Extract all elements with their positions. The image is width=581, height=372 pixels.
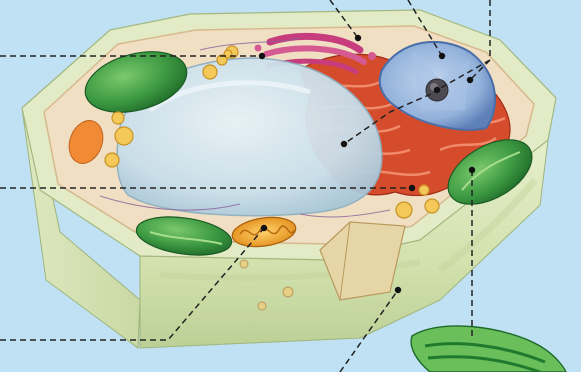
leader-dot-smooth-er <box>259 53 265 59</box>
leader-dot-mitochondrion <box>261 225 267 231</box>
leader-dot-plasmodesma <box>395 287 401 293</box>
leader-dot-nucleolus <box>439 53 445 59</box>
leader-dot-nuclear-envelope <box>434 87 440 93</box>
leader-dot-rough-er <box>467 77 473 83</box>
leader-dot-chloroplast <box>469 167 475 173</box>
leader-dot-golgi-apparatus <box>355 35 361 41</box>
leader-dot-cell-wall <box>409 185 415 191</box>
leader-dot-central-vacuole <box>341 141 347 147</box>
